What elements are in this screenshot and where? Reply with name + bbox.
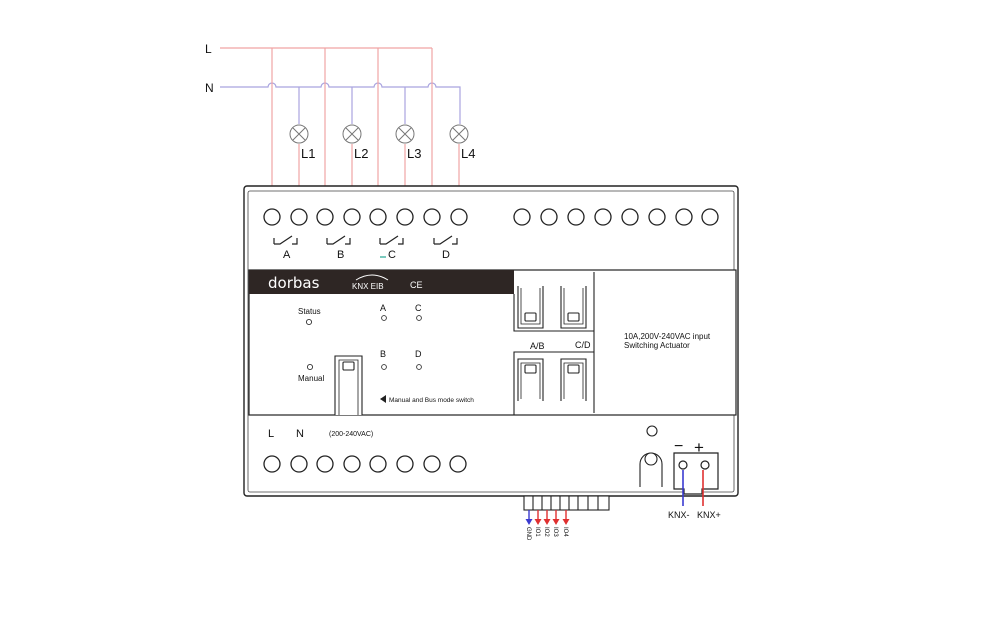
led-label-c: C — [415, 303, 422, 313]
top-terminals — [263, 208, 719, 226]
live-drops — [271, 48, 433, 210]
status-label: Status — [298, 307, 321, 316]
manual-bus-switch[interactable] — [334, 355, 363, 415]
relay-contact-symbols — [273, 235, 458, 245]
knx-minus-sign: − — [674, 438, 683, 455]
lamp-l1 — [289, 124, 309, 144]
lamp-l3 — [395, 124, 415, 144]
channel-label-d: D — [442, 249, 450, 261]
knx-connector — [673, 452, 719, 495]
power-range: (200-240VAC) — [329, 431, 373, 438]
io-label-io2: IO2 — [543, 527, 549, 537]
slide-switch-c[interactable] — [560, 286, 587, 329]
bottom-terminals — [263, 455, 467, 473]
neutral-line — [220, 82, 461, 124]
load-label-l3: L3 — [407, 146, 421, 161]
lamp-l2 — [342, 124, 362, 144]
led-label-d: D — [415, 349, 422, 359]
io-wires — [525, 510, 570, 525]
led-a — [381, 315, 387, 321]
slide-divider-top — [513, 294, 594, 332]
io-connector — [523, 495, 610, 511]
switch-label-cd: C/D — [575, 340, 591, 350]
slide-switch-d[interactable] — [560, 358, 587, 401]
led-c — [416, 315, 422, 321]
slide-switch-b[interactable] — [517, 358, 544, 401]
ce-mark: CE — [410, 280, 423, 290]
slide-switch-a[interactable] — [517, 286, 544, 329]
manual-label: Manual — [298, 374, 324, 383]
arrow-left-icon — [380, 395, 386, 403]
load-label-l2: L2 — [354, 146, 368, 161]
brand-name: dorbas — [268, 274, 320, 292]
spec-line-1: 10A,200V-240VAC input — [624, 332, 711, 341]
brand-bar — [249, 270, 514, 294]
io-label-io3: IO3 — [552, 527, 558, 537]
knx-minus-label: KNX- — [668, 510, 690, 520]
load-label-l1: L1 — [301, 146, 315, 161]
led-label-b: B — [380, 349, 386, 359]
io-label-gnd: GND — [525, 527, 531, 541]
knx-logo: KNX EIB — [352, 282, 384, 291]
knx-plus-sign: + — [694, 438, 704, 457]
switch-note: Manual and Bus mode switch — [389, 397, 474, 404]
status-led — [305, 318, 313, 326]
programming-led — [646, 425, 658, 437]
io-label-io1: IO1 — [534, 527, 540, 537]
channel-label-a: A — [283, 249, 291, 261]
led-d — [416, 364, 422, 370]
switch-label-ab: A/B — [530, 341, 545, 351]
channel-label-b: B — [337, 249, 344, 261]
programming-button[interactable] — [639, 452, 663, 487]
front-panel — [248, 269, 737, 416]
neutral-drops — [298, 87, 406, 124]
spec-line-2: Switching Actuator — [624, 341, 690, 350]
neutral-line-label: N — [205, 81, 214, 95]
manual-led — [306, 363, 314, 371]
load-label-l4: L4 — [461, 146, 475, 161]
knx-logo-arc — [355, 274, 389, 281]
lamp-l4 — [449, 124, 469, 144]
led-label-a: A — [380, 303, 386, 313]
knx-plus-label: KNX+ — [697, 510, 721, 520]
led-b — [381, 364, 387, 370]
io-label-io4: IO4 — [562, 527, 568, 537]
power-label-n: N — [296, 428, 304, 440]
channel-label-c: C — [388, 249, 396, 261]
power-label-l: L — [268, 428, 274, 440]
live-line-label: L — [205, 42, 212, 56]
slide-divider-bottom — [513, 351, 594, 415]
